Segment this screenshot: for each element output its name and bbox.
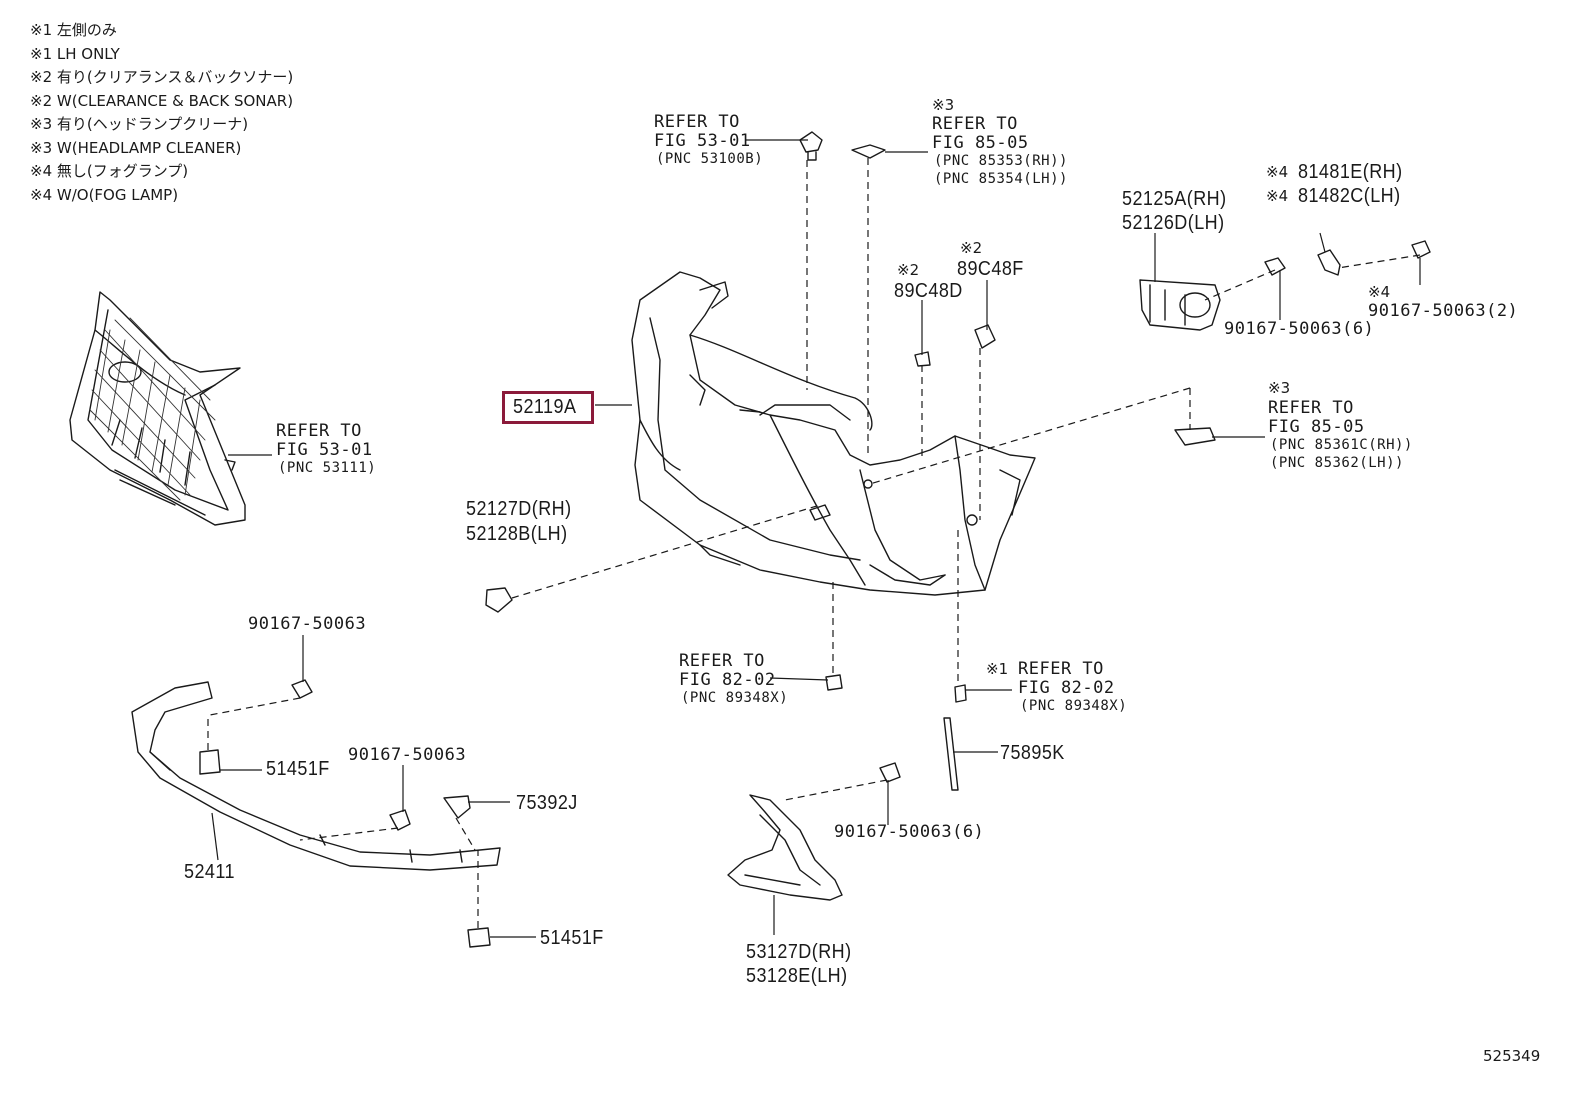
fog-cover-screw-part-number[interactable]: 90167-50063(2)	[1368, 301, 1519, 321]
fog-bracket-drawing	[1139, 279, 1221, 331]
washer-cap-ref-pnc1: (PNC 85353(RH))	[934, 153, 1068, 169]
spoiler-clip-part-number[interactable]: 75392J	[516, 792, 578, 814]
washer-cap-ref-line2[interactable]: FIG 85-05	[932, 133, 1029, 153]
bracket-bottom-drawing	[825, 674, 843, 691]
top-clip-drawing	[799, 131, 823, 161]
garnish-lh-part-number[interactable]: 53128E(LH)	[746, 965, 848, 987]
note-1-en: ※1 LH ONLY	[30, 45, 120, 63]
spoiler-screw-top-part-number[interactable]: 90167-50063	[248, 614, 367, 634]
tow-cap-drawing	[485, 587, 513, 613]
washer-side-ref-line1: REFER TO	[1268, 398, 1354, 418]
note-2-jp: ※2 有り(クリアランス＆バックソナー)	[30, 68, 294, 86]
bracket-right-ref-line2[interactable]: FIG 82-02	[1018, 678, 1115, 698]
bracket-bottom-ref-line1: REFER TO	[679, 651, 765, 671]
tow-cap-lh-part-number[interactable]: 52128B(LH)	[466, 523, 568, 545]
fog-screw-part-number[interactable]: 90167-50063(6)	[1224, 319, 1375, 339]
fog-bracket-lh-part-number[interactable]: 52126D(LH)	[1122, 212, 1225, 234]
garnish-screw-part-number[interactable]: 90167-50063(6)	[834, 822, 985, 842]
lower-spoiler-drawing	[131, 681, 501, 871]
clip-ref-line1: REFER TO	[654, 112, 740, 132]
nut-top-drawing	[199, 749, 221, 775]
washer-side-ref-pnc1: (PNC 85361C(RH))	[1270, 437, 1413, 453]
washer-side-ref-line2[interactable]: FIG 85-05	[1268, 417, 1365, 437]
moulding-drawing	[943, 717, 959, 791]
washer-side-ref-pnc2: (PNC 85362(LH))	[1270, 455, 1404, 471]
fog-cover-rh-mark: ※4	[1266, 163, 1289, 181]
washer-cap-ref-line1: REFER TO	[932, 114, 1018, 134]
note-4-jp: ※4 無し(フォグランプ)	[30, 162, 189, 180]
clip-ref-line2[interactable]: FIG 53-01	[654, 131, 751, 151]
fog-cover-lh-mark: ※4	[1266, 187, 1289, 205]
garnish-drawing	[727, 794, 843, 901]
grille-ref-pnc: (PNC 53111)	[278, 460, 377, 476]
note-4-en: ※4 W/O(FOG LAMP)	[30, 186, 179, 204]
bumper-cover-highlight[interactable]: 52119A	[502, 391, 595, 424]
sensor-d-mark: ※2	[897, 261, 920, 279]
note-3-en: ※3 W(HEADLAMP CLEANER)	[30, 139, 242, 157]
washer-cap-drawing	[851, 144, 886, 159]
fog-cover-rh-part-number[interactable]: 81481E(RH)	[1298, 161, 1403, 183]
fog-cover-drawing	[1317, 249, 1341, 276]
bumper-cover-drawing	[631, 271, 1036, 596]
bracket-bottom-ref-pnc: (PNC 89348X)	[681, 690, 789, 706]
sensor-f-drawing	[974, 324, 996, 349]
radiator-grille-drawing	[69, 291, 246, 526]
fog-cover-screw-mark: ※4	[1368, 283, 1391, 301]
fog-bracket-rh-part-number[interactable]: 52125A(RH)	[1122, 188, 1227, 210]
moulding-part-number[interactable]: 75895K	[1000, 742, 1065, 764]
garnish-rh-part-number[interactable]: 53127D(RH)	[746, 941, 852, 963]
washer-cap-ref-pnc2: (PNC 85354(LH))	[934, 171, 1068, 187]
spoiler-nut-bottom-part-number[interactable]: 51451F	[540, 927, 604, 949]
bracket-right-drawing	[954, 684, 967, 703]
bracket-bottom-ref-line2[interactable]: FIG 82-02	[679, 670, 776, 690]
grille-ref-line2[interactable]: FIG 53-01	[276, 440, 373, 460]
nut-bottom-drawing	[467, 927, 491, 948]
image-number: 525349	[1483, 1047, 1541, 1065]
sensor-f-mark: ※2	[960, 239, 983, 257]
note-2-en: ※2 W(CLEARANCE & BACK SONAR)	[30, 92, 294, 110]
washer-cap-mark: ※3	[932, 96, 955, 114]
spoiler-part-number[interactable]: 52411	[184, 861, 235, 883]
bracket-right-ref-pnc: (PNC 89348X)	[1020, 698, 1128, 714]
clip-75392j-drawing	[443, 795, 471, 819]
sensor-d-drawing	[914, 351, 931, 367]
note-3-jp: ※3 有り(ヘッドランプクリーナ)	[30, 115, 249, 133]
spoiler-nut-part-number[interactable]: 51451F	[266, 758, 330, 780]
sensor-f-part-number[interactable]: 89C48F	[957, 258, 1024, 280]
note-1-jp: ※1 左側のみ	[30, 21, 117, 39]
fog-cover-lh-part-number[interactable]: 81482C(LH)	[1298, 185, 1401, 207]
tow-cap-rh-part-number[interactable]: 52127D(RH)	[466, 498, 572, 520]
bracket-right-ref-line1: REFER TO	[1018, 659, 1104, 679]
screws-drawing	[291, 240, 1431, 831]
side-washer-drawing	[1174, 427, 1216, 446]
sensor-d-part-number[interactable]: 89C48D	[894, 280, 963, 302]
spoiler-screw-mid-part-number[interactable]: 90167-50063	[348, 745, 467, 765]
bracket-right-mark: ※1	[986, 660, 1009, 678]
washer-side-mark: ※3	[1268, 379, 1291, 397]
clip-ref-pnc: (PNC 53100B)	[656, 151, 764, 167]
grille-ref-line1: REFER TO	[276, 421, 362, 441]
bumper-cover-part-number[interactable]: 52119A	[513, 396, 577, 418]
